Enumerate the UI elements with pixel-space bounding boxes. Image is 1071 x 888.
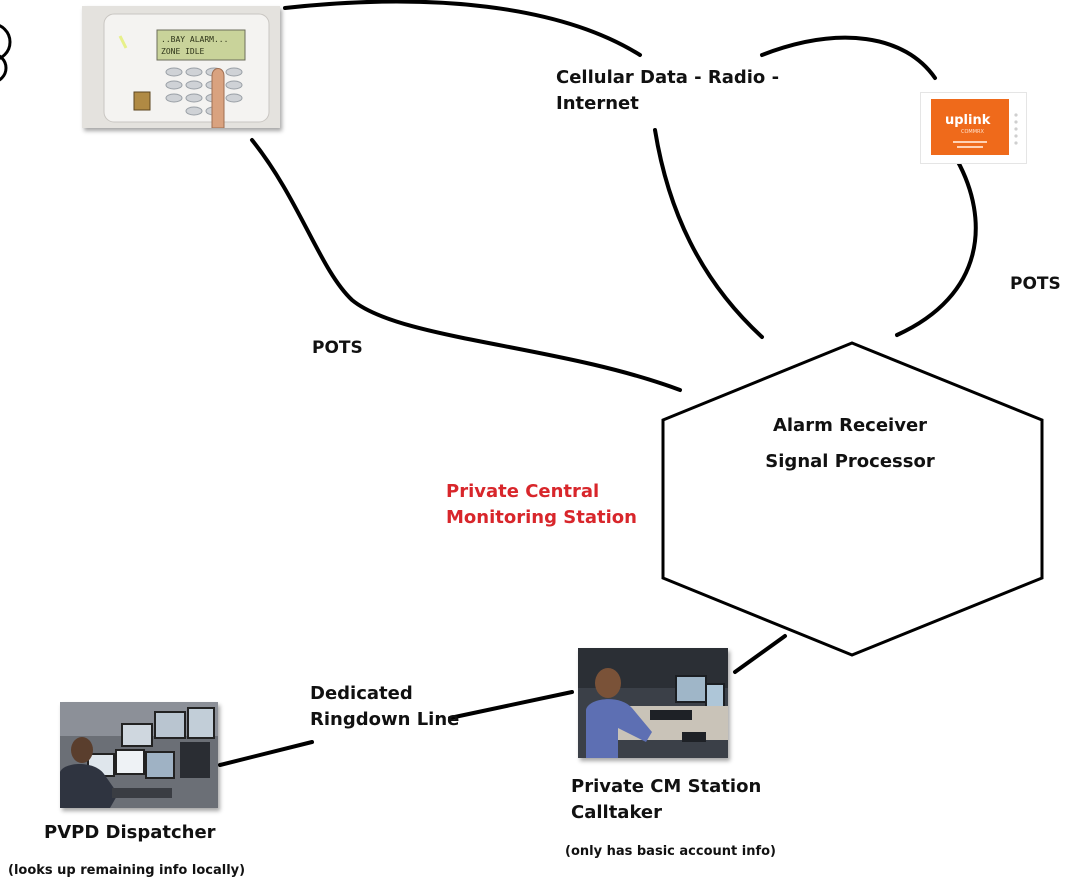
communicator-arc-line: [760, 35, 937, 80]
uplink-brand: uplink: [945, 113, 991, 128]
edge-mark-b: [0, 54, 8, 82]
dispatcher-title: PVPD Dispatcher: [44, 822, 216, 843]
calltaker-title: Private CM Station Calltaker: [571, 774, 761, 826]
edge-mark-a: [0, 24, 12, 60]
station-label: Private Central Monitoring Station: [446, 479, 637, 531]
receiver-label: Alarm Receiver Signal Processor: [720, 408, 980, 480]
calltaker-photo: [578, 648, 728, 758]
cellular-link-line: [653, 128, 764, 339]
pots-right-link-line: [895, 158, 978, 337]
keypad-screen-line1: ..BAY ALARM...: [161, 35, 228, 44]
uplink-model: COMMRX: [961, 129, 985, 135]
ringdown-link-label: Dedicated Ringdown Line: [310, 681, 459, 733]
cellular-label-line1: Cellular Data - Radio -: [556, 67, 780, 88]
dispatcher-note: (looks up remaining info locally): [8, 863, 246, 878]
receiver-hexagon: [661, 341, 1044, 657]
alarm-keypad-icon: ..BAY ALARM... ZONE IDLE: [82, 6, 280, 128]
calltaker-note: (only has basic account info): [565, 844, 776, 859]
receiver-line1: Alarm Receiver: [772, 415, 928, 436]
cellular-label-line2: Internet: [556, 93, 639, 115]
pots-right-label: POTS: [1010, 274, 1061, 294]
uplink-communicator-icon: uplink COMMRX: [920, 92, 1027, 164]
calltaker-title-line1: Private CM Station: [571, 776, 762, 797]
station-line1: Private Central: [446, 481, 600, 502]
top-arc-line: [283, 0, 642, 57]
keypad-screen-line2: ZONE IDLE: [161, 47, 205, 56]
dispatcher-photo: [60, 702, 218, 808]
ringdown-label-line1: Dedicated: [310, 683, 413, 704]
pots-left-label: POTS: [312, 338, 363, 358]
ringdown-label-line2: Ringdown Line: [310, 709, 460, 731]
calltaker-receiver-line: [733, 634, 787, 674]
cellular-link-label: Cellular Data - Radio - Internet: [556, 65, 779, 117]
pots-left-link-line: [250, 138, 682, 392]
station-line2: Monitoring Station: [446, 507, 637, 529]
receiver-line2: Signal Processor: [765, 451, 935, 472]
ringdown-link-line: [218, 690, 574, 767]
calltaker-title-line2: Calltaker: [571, 802, 663, 824]
